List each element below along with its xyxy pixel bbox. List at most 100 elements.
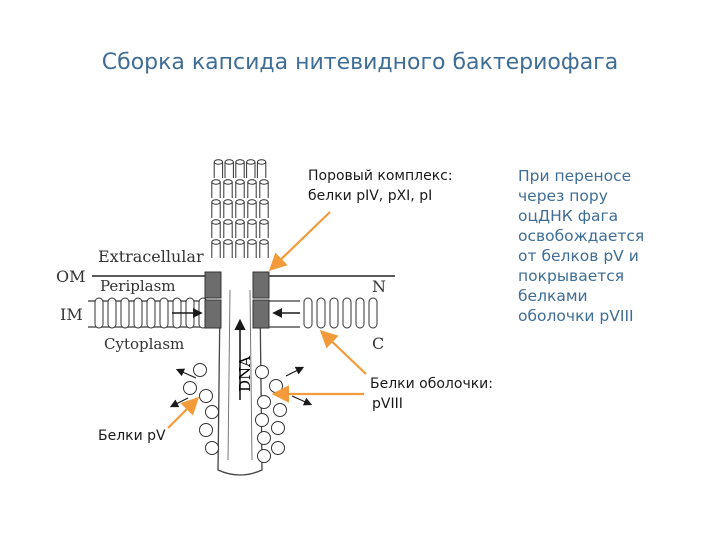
release-arrow — [169, 397, 189, 408]
side-text-line: белками — [518, 287, 588, 305]
coat-protein-top — [235, 159, 245, 165]
coat-protein-top — [247, 239, 257, 245]
pv-protein — [257, 449, 271, 463]
coat-protein-top — [223, 199, 233, 205]
im-label: IM — [60, 305, 83, 324]
coat-protein-body — [247, 222, 257, 238]
periplasm-label: Periplasm — [100, 277, 176, 295]
pv-protein — [205, 441, 219, 455]
coat-protein-body — [247, 182, 257, 198]
side-text-line: При переносе — [518, 167, 632, 185]
pv-protein — [273, 403, 287, 417]
om-label: OM — [56, 267, 86, 286]
phage-filament — [211, 159, 269, 476]
coat-protein-top — [211, 219, 221, 225]
coat-protein-body — [211, 202, 221, 218]
coat-protein-body — [246, 162, 256, 178]
coat-protein-body — [223, 182, 233, 198]
coat-protein-body — [224, 162, 234, 178]
pv-protein — [193, 363, 207, 377]
coat-proteins-label: Белки оболочки: pVIII — [370, 374, 493, 414]
pv-protein — [183, 381, 197, 395]
pv-protein — [269, 379, 283, 393]
coat-protein-top — [235, 199, 245, 205]
pv-protein — [257, 431, 271, 445]
pv-protein — [257, 395, 271, 409]
side-text-line: оцДНК фага — [518, 207, 619, 225]
membrane-protein — [133, 297, 143, 329]
side-text-line: через пору — [518, 187, 608, 205]
coat-protein-body — [223, 222, 233, 238]
coat-protein-top — [259, 199, 269, 205]
release-arrow — [285, 366, 305, 377]
coat-protein-body — [235, 202, 245, 218]
coat-protein-body — [211, 222, 221, 238]
coat-label-line1: Белки оболочки: — [370, 376, 493, 392]
coat-protein-top — [235, 219, 245, 225]
filament-tube — [217, 299, 263, 476]
coat-protein-body — [235, 242, 245, 258]
c-terminus-label: C — [372, 334, 384, 353]
coat-protein-top — [259, 219, 269, 225]
pviii-protein — [342, 297, 352, 329]
coat-protein-body — [259, 182, 269, 198]
coat-protein-body — [259, 242, 269, 258]
inner-membrane — [88, 297, 378, 329]
coat-protein-top — [256, 159, 267, 165]
coat-protein-body — [213, 162, 224, 178]
coat-protein-top — [235, 239, 245, 245]
coat-protein-top — [247, 219, 257, 225]
coat-protein-top — [211, 179, 221, 185]
coat-protein-body — [211, 182, 221, 198]
side-description: При переносе через пору оцДНК фага освоб… — [518, 166, 698, 326]
coat-callout-arrow-1 — [319, 329, 367, 375]
coat-protein-top — [246, 159, 256, 165]
pviii-protein — [355, 297, 365, 329]
coat-protein-top — [213, 159, 224, 165]
coat-protein-top — [259, 239, 269, 245]
coat-protein-top — [235, 179, 245, 185]
membrane-protein — [94, 297, 104, 329]
coat-protein-top — [223, 179, 233, 185]
pv-protein — [205, 405, 219, 419]
pv-protein — [271, 421, 285, 435]
release-arrow — [291, 395, 313, 406]
pviii-protein — [316, 297, 326, 329]
pviii-protein — [368, 297, 378, 329]
release-arrow — [175, 368, 197, 379]
coat-protein-top — [247, 179, 257, 185]
pore-complex — [204, 271, 270, 329]
extracellular-label: Extracellular — [98, 247, 204, 266]
pv-callout-arrow — [167, 396, 200, 429]
pv-protein — [255, 365, 269, 379]
coat-protein-body — [247, 242, 257, 258]
coat-protein-body — [235, 182, 245, 198]
coat-protein-body — [259, 222, 269, 238]
membrane-protein — [107, 297, 117, 329]
pore-complex-label: Поровый комплекс: белки pIV, pXI, pI — [308, 166, 453, 206]
dna-label: DNA — [236, 356, 254, 392]
coat-protein-top — [259, 179, 269, 185]
side-text-line: оболочки pVIII — [518, 307, 634, 325]
pv-protein — [255, 413, 269, 427]
coat-protein-body — [247, 202, 257, 218]
filament-inner-wall — [227, 289, 253, 461]
n-terminus-label: N — [372, 277, 386, 296]
membrane-protein — [159, 297, 169, 329]
pv-proteins-label: Белки pV — [98, 428, 166, 444]
coat-protein-body — [223, 202, 233, 218]
coat-protein-body — [259, 202, 269, 218]
pv-protein — [199, 389, 213, 403]
membrane-protein — [120, 297, 130, 329]
side-text-line: освобождается — [518, 227, 645, 245]
pv-protein — [199, 423, 213, 437]
coat-protein-body — [211, 242, 221, 258]
side-text-line: покрывается — [518, 267, 625, 285]
im-coat-proteins — [303, 297, 378, 329]
membrane-protein — [146, 297, 156, 329]
coat-protein-top — [247, 199, 257, 205]
coat-protein-body — [223, 242, 233, 258]
pviii-protein — [303, 297, 313, 329]
pore-label-line1: Поровый комплекс: — [308, 168, 453, 184]
